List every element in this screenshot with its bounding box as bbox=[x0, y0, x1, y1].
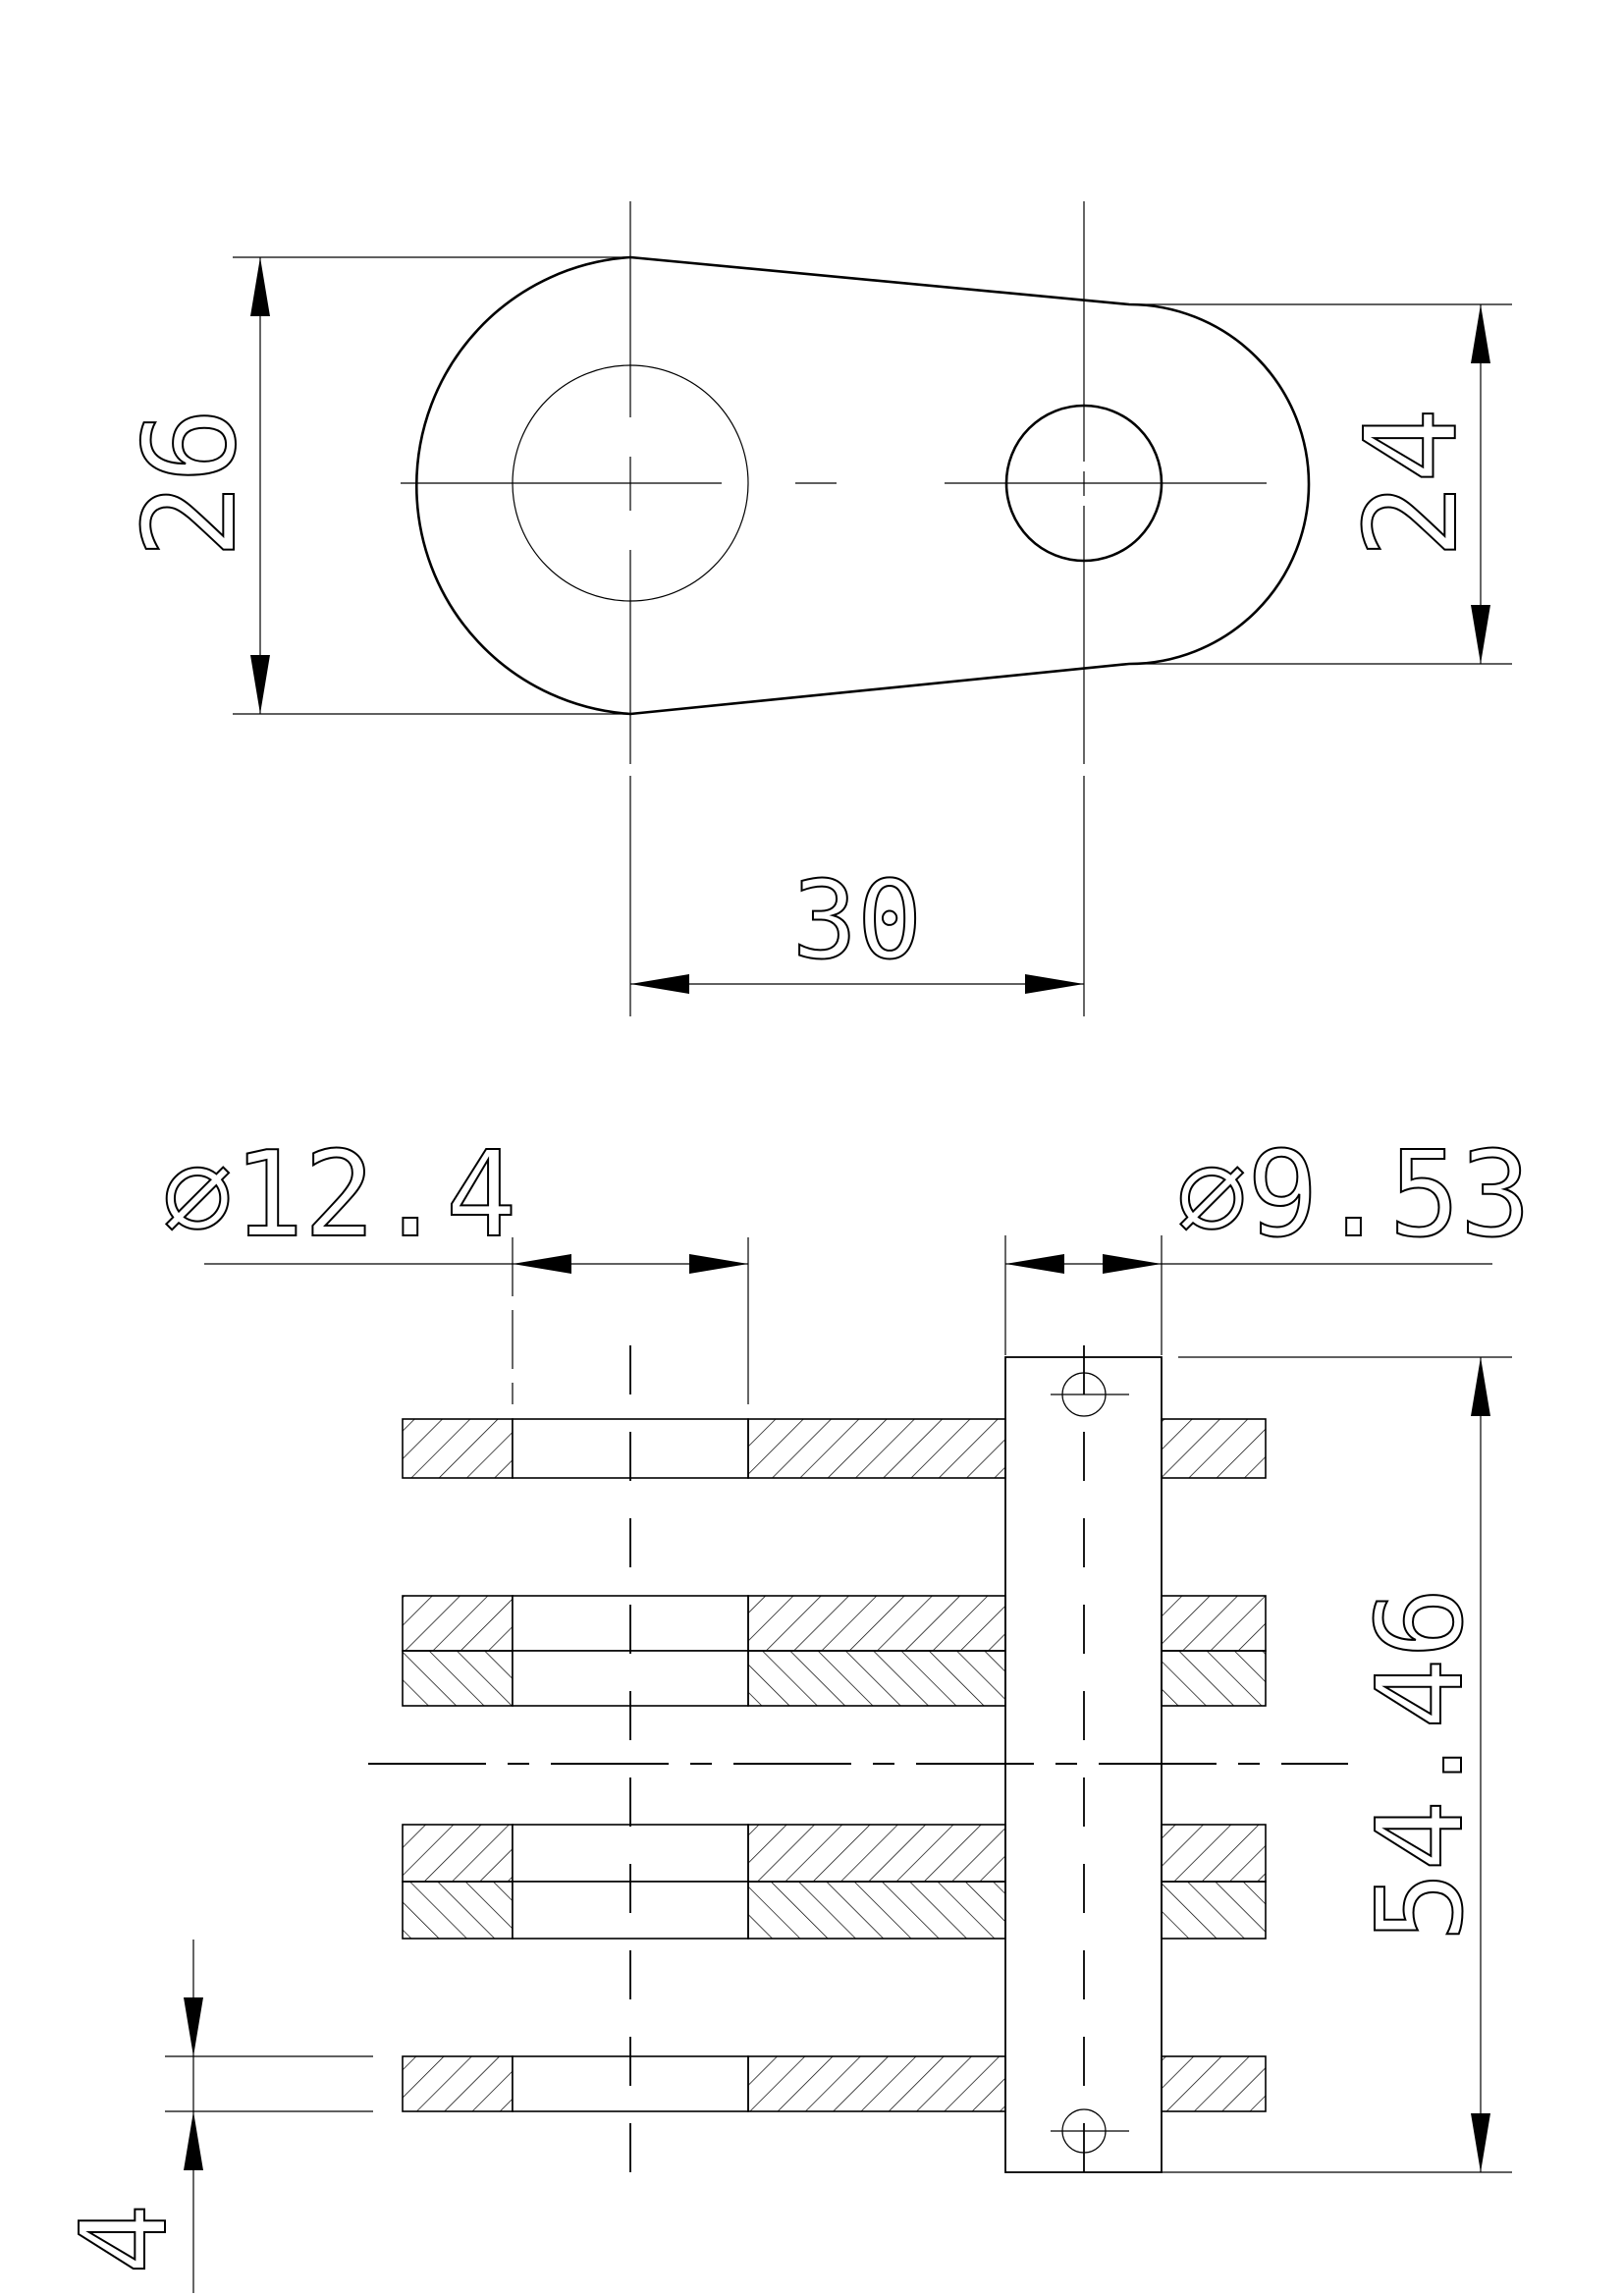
dim-text-dia-9-53: ∅9.53 bbox=[1176, 1127, 1531, 1264]
dimension-dia-12-4: ∅12.4 bbox=[161, 1126, 749, 1404]
link-plate-outline bbox=[414, 255, 1311, 716]
outer-plate-top bbox=[402, 1418, 1267, 1479]
dimension-4: 4 bbox=[56, 1940, 373, 2293]
dimension-54-46: 54.46 bbox=[1162, 1356, 1512, 2173]
dimension-24: 24 bbox=[1129, 303, 1512, 665]
outer-plate-bottom bbox=[402, 2055, 1267, 2112]
dimension-26: 26 bbox=[117, 256, 630, 715]
dim-text-4: 4 bbox=[57, 2204, 193, 2274]
section-view: ∅12.4 ∅9.53 54.46 4 bbox=[56, 1126, 1532, 2293]
dimension-30: 30 bbox=[629, 776, 1085, 1016]
dim-text-30: 30 bbox=[792, 857, 922, 983]
inner-plate-pair-upper bbox=[402, 1595, 1267, 1707]
dimension-dia-9-53: ∅9.53 bbox=[1004, 1126, 1532, 1355]
inner-plate-pair-lower bbox=[402, 1824, 1267, 1940]
top-view: 26 24 30 bbox=[117, 201, 1512, 1016]
dim-text-dia-12-4: ∅12.4 bbox=[162, 1127, 516, 1264]
dim-text-54-46: 54.46 bbox=[1353, 1587, 1489, 1941]
dim-text-26: 26 bbox=[118, 408, 264, 559]
dim-text-24: 24 bbox=[1339, 408, 1486, 559]
